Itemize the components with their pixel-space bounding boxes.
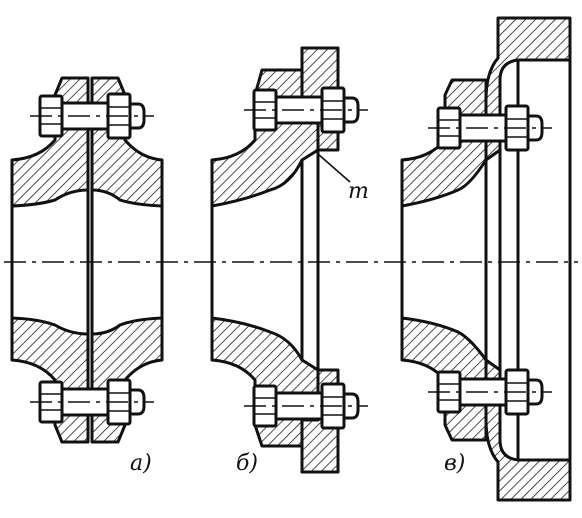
- view-c-flange-bottom: [400, 316, 488, 442]
- view-a-butt-flange-joint: а): [10, 76, 164, 476]
- view-c-flange-to-housing-joint: в): [400, 16, 572, 502]
- view-b-label: б): [236, 451, 258, 476]
- view-b-flange-to-wall-joint: т б): [210, 46, 370, 476]
- view-a-label: а): [130, 451, 152, 476]
- view-b-callout-leader: [317, 153, 351, 183]
- view-c-label: в): [444, 451, 465, 476]
- view-b-callout-m: т: [348, 179, 369, 204]
